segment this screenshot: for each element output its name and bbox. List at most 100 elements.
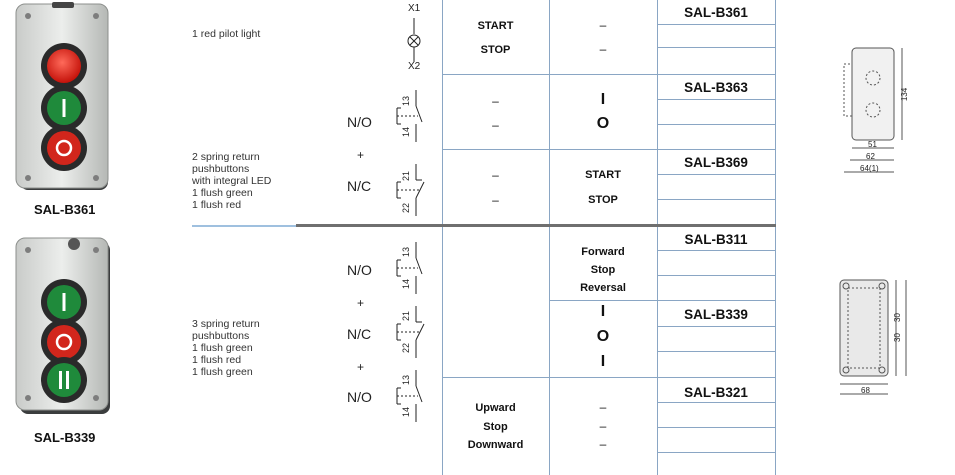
plus-label: + [357, 296, 365, 310]
section-divider-light [192, 225, 296, 227]
terminal-14: 14 [401, 126, 412, 138]
label-start: START [477, 20, 514, 32]
no-contact-symbol [392, 368, 432, 424]
terminal-14: 14 [401, 278, 412, 290]
row-divider [442, 74, 776, 75]
nc-label: N/C [347, 326, 372, 342]
label-start: START [585, 169, 621, 181]
product-photo-sal-b339 [14, 236, 114, 416]
label-dash: – [492, 94, 499, 108]
section-divider [296, 224, 776, 227]
order-code: SAL-B311 [684, 232, 748, 247]
label-reversal: Reversal [580, 282, 626, 294]
description-3-buttons: 3 spring return pushbuttons 1 flush gree… [192, 318, 260, 378]
grid-line [775, 0, 776, 475]
no-contact-symbol [392, 240, 432, 296]
terminal-21: 21 [401, 170, 412, 182]
code-subrow [657, 199, 775, 200]
lamp-terminal-top: X1 [408, 3, 421, 14]
order-code: SAL-B363 [684, 80, 748, 95]
code-subrow [657, 452, 775, 453]
grid-line [442, 0, 443, 475]
description-2-buttons: 2 spring return pushbuttons with integra… [192, 151, 271, 211]
terminal-14: 14 [401, 406, 412, 418]
nc-contact-symbol [392, 304, 432, 360]
description-line: 1 red pilot light [192, 28, 261, 40]
terminal-13: 13 [401, 246, 412, 258]
order-code: SAL-B361 [684, 5, 748, 20]
code-subrow [657, 124, 775, 125]
description-line: pushbuttons [192, 330, 250, 342]
terminal-13: 13 [401, 95, 412, 107]
description-line: 1 flush green [192, 366, 253, 378]
description-line: pushbuttons [192, 163, 250, 175]
nc-contact-symbol [392, 162, 432, 218]
label-stop: Stop [483, 421, 508, 433]
lamp-terminal-bottom: X2 [408, 61, 421, 72]
terminal-22: 22 [401, 342, 412, 354]
order-code: SAL-B339 [684, 307, 748, 322]
description-line: 1 flush red [192, 354, 242, 366]
code-subrow [657, 47, 775, 48]
order-code: SAL-B321 [684, 385, 748, 400]
symbol-on: I [600, 353, 606, 370]
no-label: N/O [347, 262, 372, 278]
no-label: N/O [347, 389, 372, 405]
label-dash: – [492, 118, 499, 132]
code-subrow [657, 174, 775, 175]
row-divider [442, 377, 776, 378]
symbol-on: I [600, 91, 606, 108]
symbol-off: O [596, 328, 610, 345]
label-downward: Downward [467, 439, 524, 451]
description-line: 1 flush red [192, 199, 242, 211]
code-subrow [657, 250, 775, 251]
description-pilot-light: 1 red pilot light [192, 28, 260, 40]
nc-label: N/C [347, 178, 372, 194]
label-dash: – [599, 18, 607, 32]
code-subrow [657, 99, 775, 100]
code-subrow [657, 275, 775, 276]
description-line: 2 spring return [192, 151, 260, 163]
label-stop: STOP [588, 194, 618, 206]
symbol-off: O [596, 115, 610, 132]
dimension-51: 51 [868, 140, 877, 149]
code-subrow [657, 402, 775, 403]
description-line: 1 flush green [192, 187, 253, 199]
dimension-drawing-front [834, 276, 924, 402]
order-code: SAL-B369 [684, 155, 748, 170]
grid-line [657, 0, 658, 475]
plus-label: + [357, 360, 365, 374]
dimension-68: 68 [861, 386, 870, 395]
grid-line [549, 0, 550, 475]
dimension-62: 62 [866, 152, 875, 161]
code-subrow [657, 427, 775, 428]
description-line: 3 spring return [192, 318, 260, 330]
row-divider [549, 300, 776, 301]
code-subrow [657, 351, 775, 352]
label-dash: – [599, 400, 607, 414]
label-forward: Forward [581, 246, 625, 258]
label-dash: – [599, 437, 607, 451]
lamp-symbol [396, 4, 436, 74]
label-dash: – [492, 193, 499, 207]
label-stop: STOP [480, 44, 511, 56]
product-model-label: SAL-B361 [34, 202, 96, 217]
description-line: 1 flush green [192, 342, 253, 354]
product-model-label: SAL-B339 [34, 430, 96, 445]
product-photo-sal-b361 [14, 0, 114, 195]
label-upward: Upward [475, 402, 516, 414]
code-subrow [657, 326, 775, 327]
dimension-30: 30 [892, 313, 902, 322]
label-dash: – [599, 419, 607, 433]
terminal-21: 21 [401, 310, 412, 322]
description-line: with integral LED [192, 175, 272, 187]
terminal-13: 13 [401, 374, 412, 386]
label-dash: – [599, 42, 607, 56]
dimension-134: 134 [900, 87, 910, 102]
code-subrow [657, 24, 775, 25]
dimension-drawing-side [834, 40, 914, 180]
row-divider [442, 149, 776, 150]
no-contact-symbol [392, 88, 432, 144]
dimension-64: 64(1) [860, 164, 879, 173]
plus-label: + [357, 148, 365, 162]
